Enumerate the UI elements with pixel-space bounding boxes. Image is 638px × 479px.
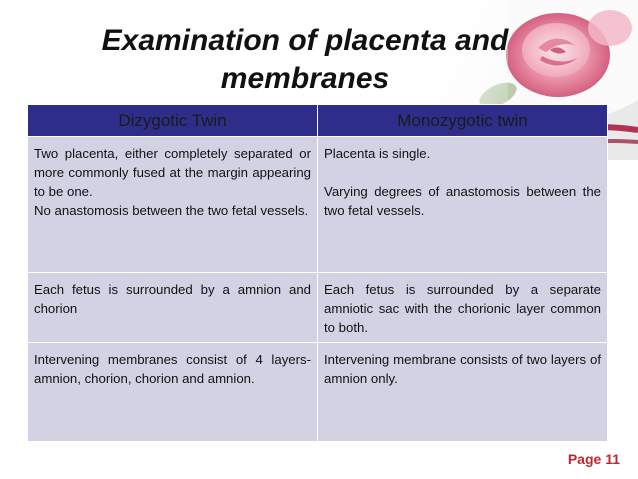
comparison-table: Dizygotic Twin Monozygotic twin Two plac…	[27, 104, 608, 442]
cell-text: Intervening membrane consists of two lay…	[324, 352, 601, 386]
cell-text: Intervening membranes consist of 4 layer…	[34, 352, 311, 386]
cell-text: Each fetus is surrounded by a amnion and…	[34, 282, 311, 316]
table-row: Each fetus is surrounded by a amnion and…	[27, 272, 608, 343]
cell-text: Varying degrees of anastomosis between t…	[324, 184, 601, 218]
cell-monozygotic-sac: Each fetus is surrounded by a separate a…	[317, 272, 608, 343]
cell-monozygotic-placenta: Placenta is single. Varying degrees of a…	[317, 136, 608, 273]
cell-dizygotic-membranes: Intervening membranes consist of 4 layer…	[27, 342, 318, 442]
header-monozygotic: Monozygotic twin	[317, 104, 608, 137]
cell-text: No anastomosis between the two fetal ves…	[34, 203, 309, 218]
title-line-2: membranes	[220, 62, 390, 95]
table-header-row: Dizygotic Twin Monozygotic twin	[27, 104, 608, 137]
cell-dizygotic-sac: Each fetus is surrounded by a amnion and…	[27, 272, 318, 343]
page-number: Page 11	[567, 451, 620, 467]
cell-text: Two placenta, either completely separate…	[34, 146, 311, 199]
table-row: Intervening membranes consist of 4 layer…	[27, 342, 608, 442]
header-dizygotic: Dizygotic Twin	[27, 104, 318, 137]
cell-text: Placenta is single.	[324, 146, 431, 161]
title-line-1: Examination of placenta and	[101, 24, 509, 57]
slide-title: Examination of placenta and membranes	[70, 22, 540, 98]
cell-monozygotic-membranes: Intervening membrane consists of two lay…	[317, 342, 608, 442]
cell-text: Each fetus is surrounded by a separate a…	[324, 282, 601, 335]
cell-dizygotic-placenta: Two placenta, either completely separate…	[27, 136, 318, 273]
table-row: Two placenta, either completely separate…	[27, 136, 608, 273]
